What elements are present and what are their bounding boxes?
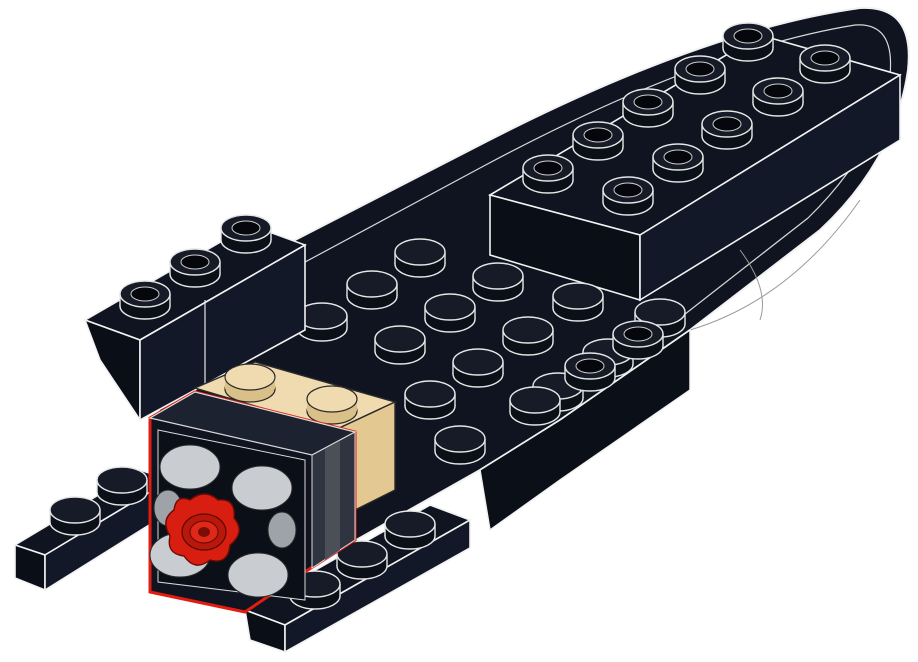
red-hub [166, 494, 239, 565]
stern-plate-left [15, 467, 170, 590]
bow-brick-2x4 [490, 23, 900, 300]
